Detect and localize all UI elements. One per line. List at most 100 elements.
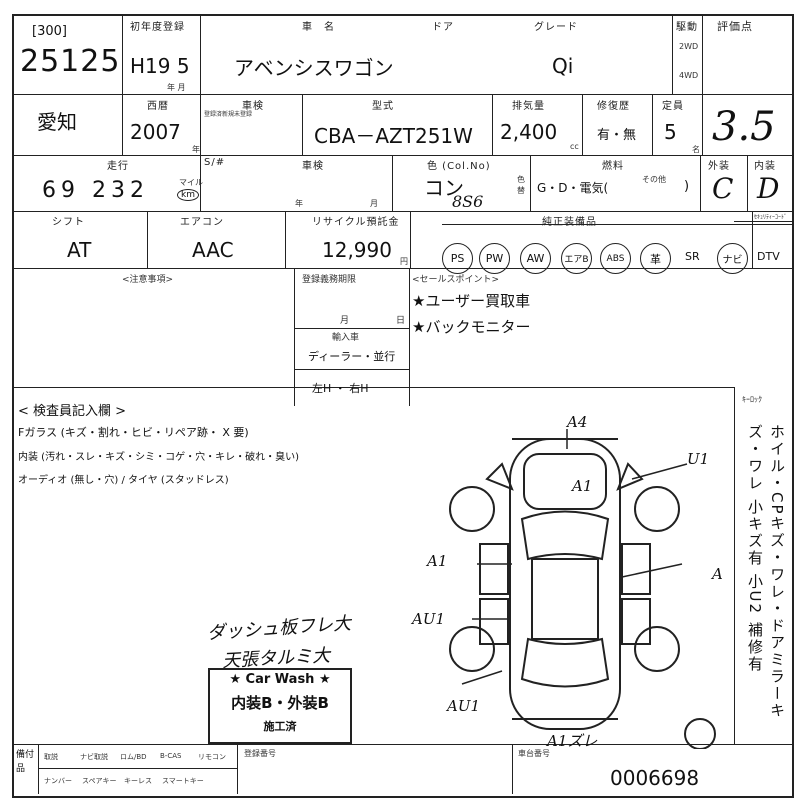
inspection-exp-label: 車検: [302, 161, 324, 172]
displacement-value: 2,400: [500, 120, 558, 144]
mirror-right: [616, 462, 644, 491]
door-rear-left: [479, 598, 509, 645]
rule: [582, 94, 583, 155]
equip-leather: 革: [640, 243, 671, 274]
import-steering: 左H ・ 右H: [312, 382, 369, 395]
lot-number: 25125: [20, 44, 121, 79]
accessories-label: 備付品: [16, 750, 35, 774]
mark-text: AU1: [445, 697, 480, 715]
door-front-left: [479, 543, 509, 595]
mark-text: A1ズレ: [545, 732, 597, 749]
registration-month: 月: [340, 316, 350, 326]
drive-4wd: 4WD: [679, 71, 699, 80]
door-rear-right: [621, 598, 651, 645]
keylock-label: ｷｰﾛｯｸ: [742, 395, 762, 404]
rule: [409, 268, 410, 406]
car-name-value: アベンシスワゴン: [234, 56, 394, 80]
rule: [442, 224, 792, 225]
recycle-label: リサイクル預託金: [312, 217, 400, 228]
mirror-left: [485, 462, 514, 491]
first-reg-value: H19 5: [130, 54, 190, 78]
rule: [285, 211, 286, 268]
acc-remote: リモコン: [198, 753, 226, 761]
mark-text: A1: [710, 565, 722, 583]
recycle-unit: 円: [400, 257, 408, 266]
capacity-label: 定員: [662, 101, 684, 112]
inspection-exp-month: 月: [370, 199, 378, 208]
rule: [492, 94, 493, 155]
car-wash-grade: 内装B・外装B: [231, 694, 329, 712]
rule: [294, 369, 409, 370]
sheet-border: [12, 14, 794, 798]
sales-point-1: ★ユーザー買取車: [412, 292, 531, 310]
car-wash-title: ★ Car Wash ★: [229, 672, 331, 687]
car-name-label: 車 名: [302, 22, 335, 33]
inspector-line-3: オーディオ (無し・穴) / タイヤ (スタッドレス): [18, 475, 229, 486]
rule: [530, 155, 531, 211]
drive-2wd: 2WD: [679, 42, 699, 51]
rule: [12, 94, 792, 95]
windshield-outline: [520, 510, 610, 561]
rule: [410, 211, 411, 268]
capacity-unit: 名: [692, 145, 700, 154]
drive-label: 駆動: [676, 22, 698, 33]
equipment-label: 純正装備品: [542, 217, 597, 228]
rule: [12, 744, 792, 745]
shift-value: AT: [67, 238, 92, 262]
mark-line: [461, 670, 503, 685]
exterior-value: C: [712, 172, 734, 205]
color-code: 8S6: [452, 192, 484, 211]
rule: [237, 744, 238, 794]
interior-label: 内装: [754, 161, 776, 172]
model-label: 型式: [372, 101, 394, 112]
rule: [122, 14, 123, 155]
acc-plate: ナンバー: [44, 777, 72, 785]
mileage-unit-mile: マイル: [179, 178, 203, 187]
registration-day: 日: [396, 316, 406, 326]
wheel-rear-right: [634, 626, 680, 672]
exterior-label: 外装: [708, 161, 730, 172]
acc-spare-key: スペアキー: [82, 777, 117, 785]
sales-points-label: <セールスポイント>: [412, 275, 500, 285]
rule: [392, 155, 393, 211]
capacity-value: 5: [664, 120, 677, 144]
inspector-line-1: Fガラス (キズ・割れ・ヒビ・リペア跡・ X 要): [18, 426, 249, 439]
color-change: 色替: [517, 175, 525, 195]
mileage-unit-km: km: [177, 189, 199, 201]
rule: [700, 155, 701, 211]
hood-outline: [523, 453, 607, 510]
import-label: 輸入車: [332, 333, 360, 343]
equip-airbag: エアB: [561, 243, 592, 274]
rule: [200, 14, 201, 155]
car-diagram: A4 A1 U1 A1 A1 AU1 AU1 A1ズレ: [410, 413, 722, 749]
equip-ps: PS: [442, 243, 473, 274]
grade-value: Qi: [552, 54, 574, 78]
rule: [302, 94, 303, 155]
year-label: 西暦: [147, 101, 169, 112]
reg-number-label: 登録番号: [244, 749, 276, 758]
displacement-label: 排気量: [512, 101, 545, 112]
equip-dtv: DTV: [757, 250, 780, 263]
inspection-label: 車検: [242, 101, 264, 112]
first-reg-unit: 年 月: [167, 83, 186, 92]
year-value: 2007: [130, 120, 181, 144]
import-value: ディーラー・並行: [308, 350, 396, 363]
model-value: CBA－AZT251W: [314, 124, 473, 148]
rule: [672, 14, 673, 94]
fuel-label: 燃料: [602, 161, 624, 172]
rule: [200, 155, 201, 211]
recycle-value: 12,990: [322, 238, 392, 262]
acc-rom: ロム/BD: [120, 753, 147, 761]
region-value: 愛知: [37, 110, 77, 134]
chassis-value: 0006698: [610, 766, 700, 790]
car-wash-stamp: ★ Car Wash ★ 内装B・外装B 施工済: [208, 668, 352, 744]
interior-value: D: [757, 172, 780, 205]
acc-bcas: B-CAS: [160, 752, 182, 760]
shift-pos-label: S/#: [204, 157, 226, 168]
repair-label: 修復歴: [597, 101, 630, 112]
auction-sheet: [300] 25125 初年度登録 H19 5 年 月 車 名 アベンシスワゴン…: [12, 14, 794, 798]
rule: [752, 211, 753, 268]
aircon-label: エアコン: [180, 217, 224, 228]
doors-label: ドア: [432, 22, 454, 33]
sales-point-2: ★バックモニター: [412, 318, 531, 336]
